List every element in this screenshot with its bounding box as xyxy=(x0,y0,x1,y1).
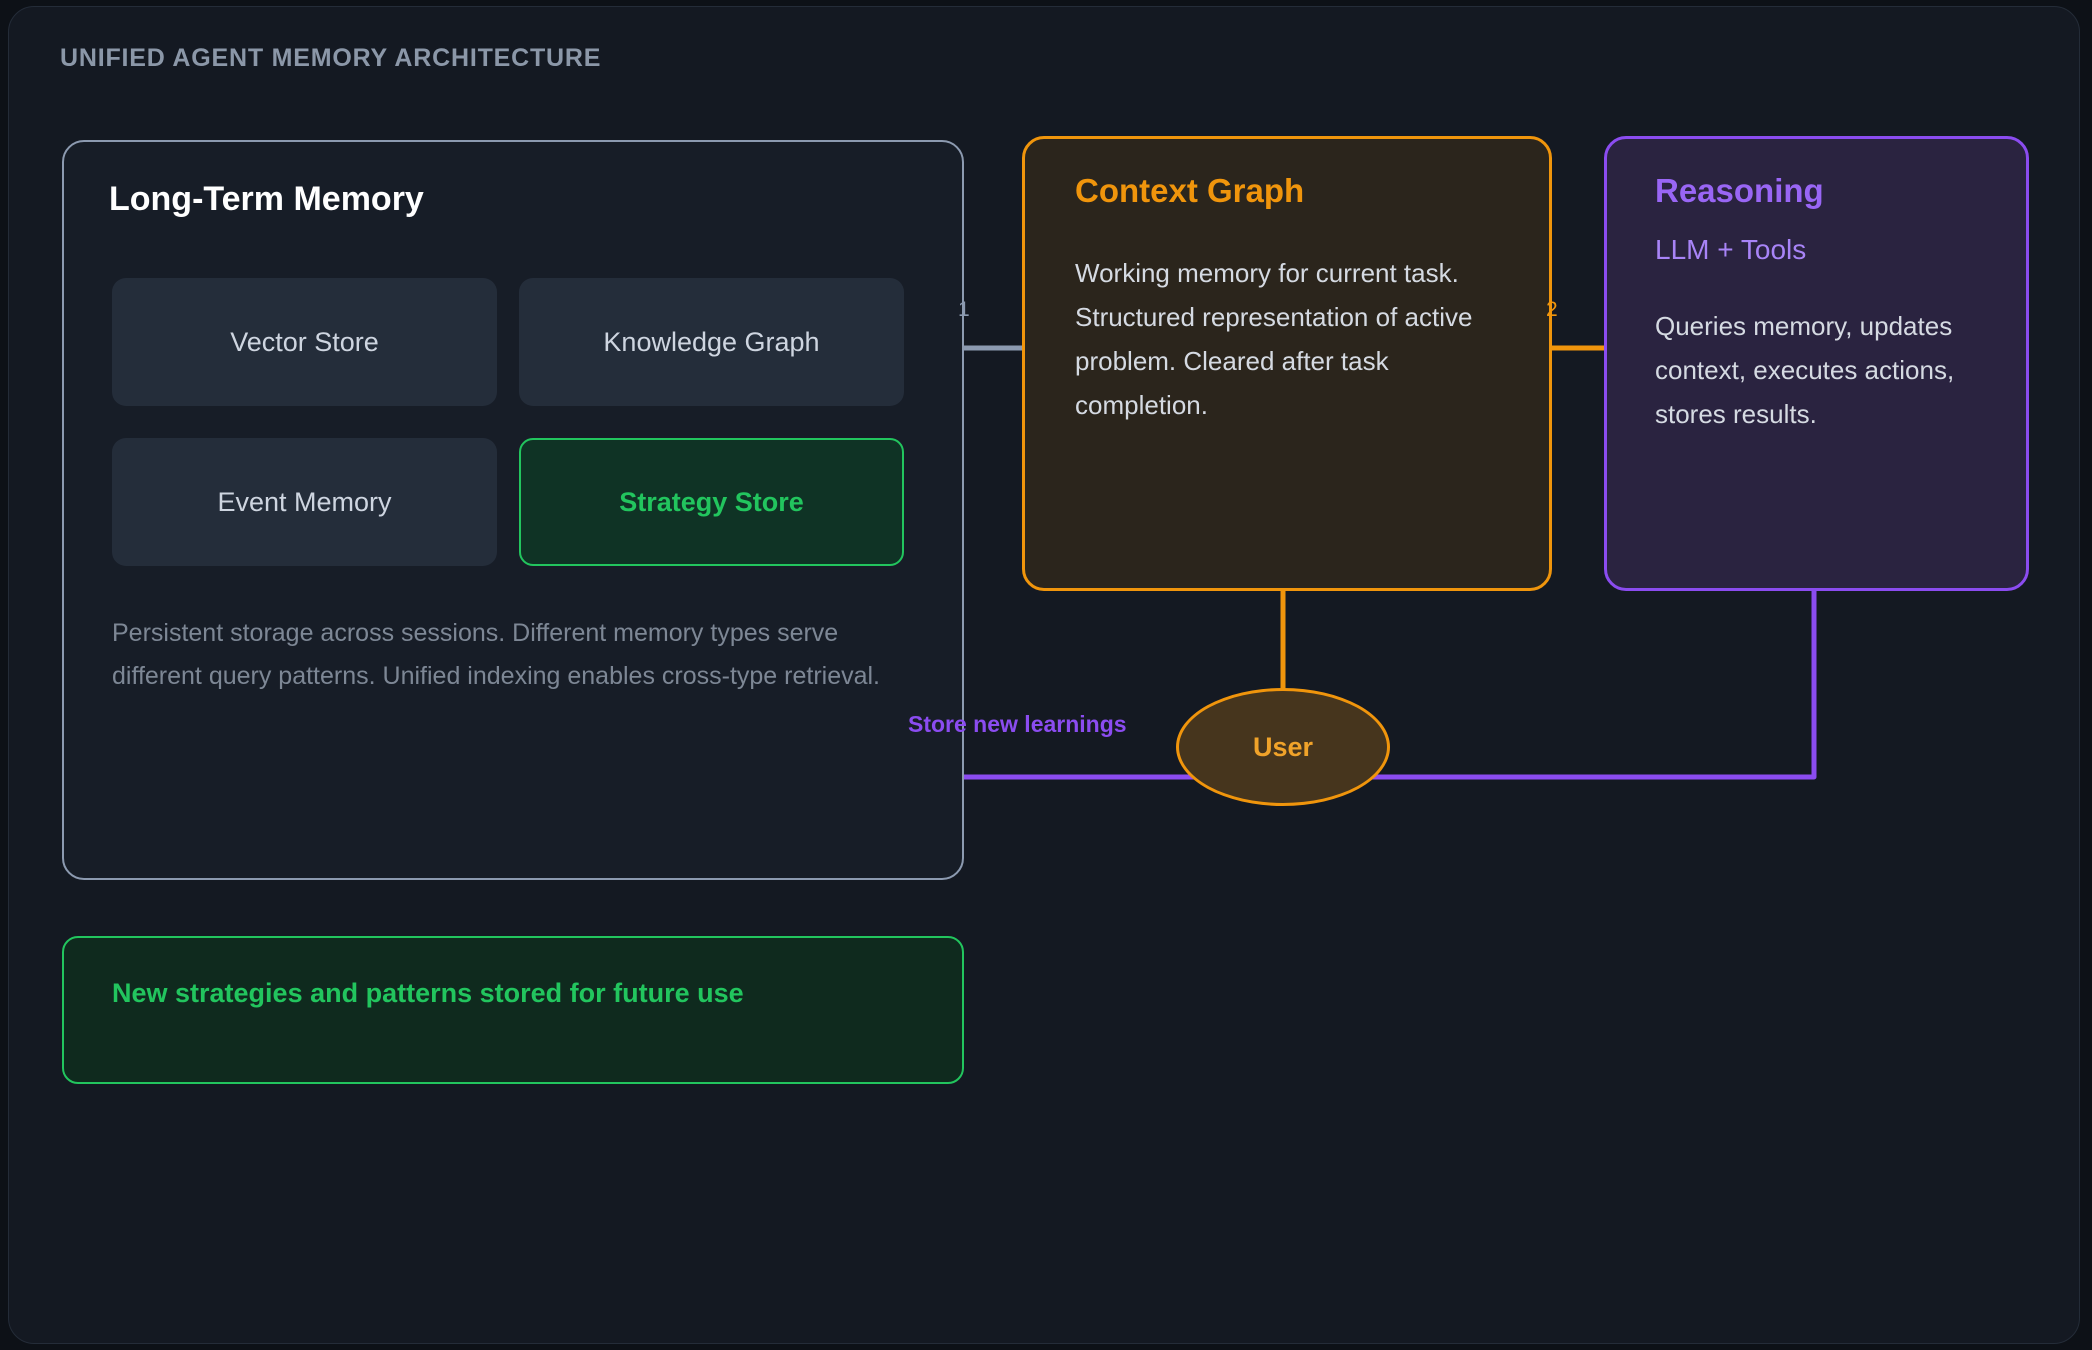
store-card-label: Strategy Store xyxy=(619,486,804,517)
long-term-memory-title: Long-Term Memory xyxy=(109,180,424,218)
long-term-memory-card[interactable]: Long-Term Memory Vector Store Knowledge … xyxy=(62,140,964,880)
reasoning-title: Reasoning xyxy=(1655,172,1824,209)
long-term-memory-description: Persistent storage across sessions. Diff… xyxy=(112,619,881,690)
user-node-label: User xyxy=(1252,731,1314,762)
connector-label-store-new-learnings: Store new learnings xyxy=(908,711,1127,737)
store-card-event-memory[interactable]: Event Memory xyxy=(112,438,497,566)
strategies-banner[interactable]: New strategies and patterns stored for f… xyxy=(62,936,964,1084)
store-card-strategy-store[interactable]: Strategy Store xyxy=(519,438,904,566)
store-card-vector-store[interactable]: Vector Store xyxy=(112,278,497,406)
reasoning-description: Queries memory, updates context, execute… xyxy=(1655,311,1955,429)
page-title: UNIFIED AGENT MEMORY ARCHITECTURE xyxy=(60,44,602,72)
context-graph-title: Context Graph xyxy=(1075,172,1305,209)
context-graph-description: Working memory for current task. Structu… xyxy=(1075,258,1473,420)
connector-label-2: 2 xyxy=(1546,298,1558,321)
store-card-label: Event Memory xyxy=(217,486,392,517)
context-graph-card[interactable]: Context Graph Working memory for current… xyxy=(1022,136,1552,591)
connector-label-1: 1 xyxy=(958,298,970,321)
user-node[interactable]: User xyxy=(1176,688,1390,806)
store-card-label: Vector Store xyxy=(230,326,379,357)
strategies-banner-text: New strategies and patterns stored for f… xyxy=(112,978,744,1008)
store-card-label: Knowledge Graph xyxy=(603,326,820,357)
store-card-knowledge-graph[interactable]: Knowledge Graph xyxy=(519,278,904,406)
reasoning-subtitle: LLM + Tools xyxy=(1655,234,1807,265)
reasoning-card[interactable]: Reasoning LLM + Tools Queries memory, up… xyxy=(1604,136,2029,591)
